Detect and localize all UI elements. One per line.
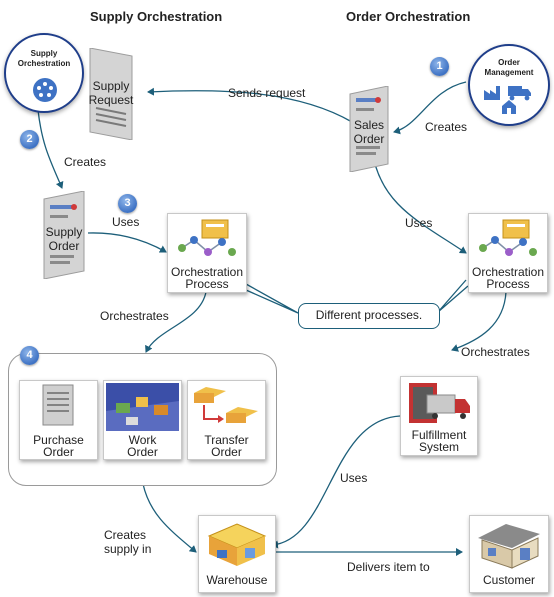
document-icon [89, 48, 133, 140]
order-management-node-line1: Order [498, 58, 520, 67]
purchase-order-tile: Purchase Order [19, 380, 98, 460]
edge-uses-left [87, 232, 167, 253]
process-flow-icon [178, 219, 236, 256]
edge-different-left [245, 283, 299, 314]
edge-creates-supply-in [142, 483, 197, 553]
orchestration-process-right: Orchestration Process [468, 213, 548, 293]
step-badge-1: 1 [430, 57, 449, 76]
order-management-node-line2: Management [484, 68, 534, 77]
fulfillment-system-label-line1: Fulfillment [411, 428, 467, 442]
transfer-order-tile: Transfer Order [187, 380, 266, 460]
uses-right-label: Uses [405, 216, 433, 230]
edge-orchestrates-left [145, 291, 207, 353]
document-icon [349, 86, 389, 172]
purchase-order-label-line1: Purchase [33, 433, 84, 447]
supply-order-label-line1: Supply [45, 225, 83, 239]
factory-truck-home-icon [484, 86, 531, 114]
sales-order-label-line1: Sales [353, 118, 385, 132]
supply-orchestration-node: Supply Orchestration [4, 33, 84, 113]
step-badge-2: 2 [20, 130, 39, 149]
factory-floor-icon [106, 383, 179, 431]
supply-order-document: Supply Order [42, 191, 86, 279]
order-management-node: Order Management [468, 44, 550, 126]
edge-orchestrates-right [451, 291, 507, 352]
supply-request-label-line2: Request [88, 93, 134, 107]
warehouse-tile: Warehouse [198, 515, 276, 593]
uses-left-label: Uses [112, 215, 140, 229]
transfer-order-label-line2: Order [211, 445, 242, 459]
delivers-label: Delivers item to [347, 560, 430, 574]
truck-dock-icon [409, 383, 470, 423]
orchestration-process-left: Orchestration Process [167, 213, 247, 293]
orchestration-process-left-label-line1: Orchestration [170, 265, 244, 279]
edge-different-right [437, 279, 469, 313]
fulfillment-system-tile: Fulfillment System [400, 376, 478, 456]
order-orchestration-title: Order Orchestration [346, 9, 471, 24]
sales-order-label-line2: Order [353, 132, 385, 146]
transfer-order-label-line1: Transfer [204, 433, 249, 447]
fulfillment-system-label-line2: System [418, 440, 459, 454]
supply-request-document: Supply Request [86, 48, 136, 140]
supply-order-label-line2: Order [48, 239, 80, 253]
edge-uses-bottom [271, 415, 401, 549]
process-flow-icon [479, 219, 537, 256]
creates-supply-in-label-line1: Creates [104, 528, 147, 542]
creates-sales-order-label: Creates [425, 120, 468, 134]
step-badge-3: 3 [118, 194, 137, 213]
work-order-tile: Work Order [103, 380, 182, 460]
warehouse-label: Warehouse [206, 573, 268, 587]
edge-uses-right [371, 149, 467, 254]
creates-supply-order-label: Creates [64, 155, 107, 169]
purchase-document-icon [42, 384, 74, 426]
orchestration-process-left-label-line2: Process [185, 277, 229, 291]
customer-label: Customer [482, 573, 535, 587]
sales-order-document: Sales Order [348, 86, 390, 172]
creates-supply-in-label-line2: supply in [104, 542, 152, 556]
transfer-icon [194, 387, 258, 423]
work-order-label-line2: Order [127, 445, 158, 459]
orchestrates-left-label: Orchestrates [100, 309, 169, 323]
orchestration-process-right-label-line2: Process [486, 277, 530, 291]
supply-orchestration-node-line2: Orchestration [17, 59, 71, 68]
orchestrates-right-label: Orchestrates [461, 345, 530, 359]
customer-tile: Customer [469, 515, 549, 593]
different-processes-callout: Different processes. [298, 303, 440, 329]
edge-sends-request [147, 87, 353, 123]
edge-creates-supply-order [37, 109, 64, 189]
store-building-icon [478, 524, 540, 569]
purchase-order-label-line2: Order [43, 445, 74, 459]
sends-request-label: Sends request [228, 86, 306, 100]
supply-orchestration-title: Supply Orchestration [90, 9, 223, 24]
supply-orchestration-node-line1: Supply [30, 49, 58, 58]
warehouse-icon [207, 523, 267, 566]
step-badge-4: 4 [20, 346, 39, 365]
work-order-label-line1: Work [128, 433, 157, 447]
document-icon [43, 191, 85, 279]
orchestration-process-right-label-line1: Orchestration [471, 265, 545, 279]
supply-request-label-line1: Supply [92, 79, 130, 93]
uses-bottom-label: Uses [340, 471, 368, 485]
edge-creates-sales-order [393, 81, 467, 135]
orchestration-icon [33, 78, 57, 102]
